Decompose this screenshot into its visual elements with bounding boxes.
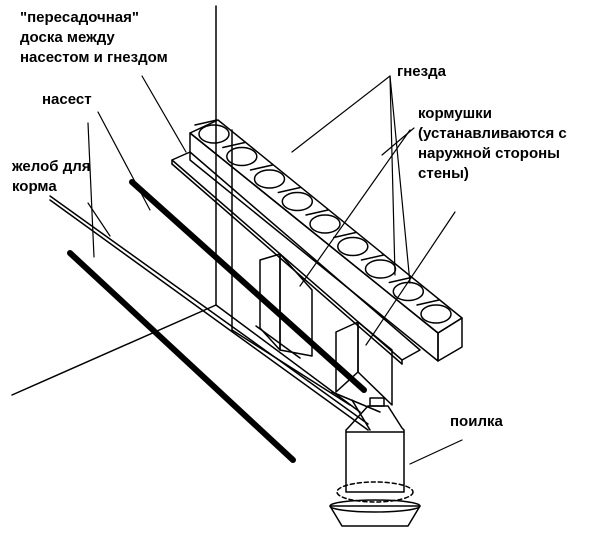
label-perch-text: насест: [42, 91, 92, 108]
label-nests-text: гнезда: [397, 63, 446, 80]
label-transfer-board-line-1: "пересадочная": [20, 9, 139, 26]
nest-divider: [194, 119, 218, 126]
nest-hole: [198, 124, 230, 144]
perch-lower: [67, 250, 296, 463]
feeder-right: [331, 321, 393, 413]
label-transfer-board: "пересадочная" доска между насестом и гн…: [20, 8, 168, 68]
perch-upper: [129, 179, 367, 393]
label-feeders-line-3: наружной стороны: [418, 145, 560, 162]
perches: [67, 179, 367, 463]
trough: [49, 195, 371, 431]
label-feeders-line-4: стены): [418, 165, 469, 182]
feeder-left: [255, 253, 313, 359]
nest-holes: [194, 119, 452, 324]
leader-lines: [87, 75, 463, 465]
nest-divider: [249, 164, 274, 171]
label-trough: желоб для корма: [12, 157, 91, 197]
nest-hole: [309, 214, 341, 234]
nest-divider: [388, 276, 413, 284]
label-drinker-text: поилка: [450, 413, 503, 430]
label-feeders: кормушки (устанавливаются с наружной сто…: [418, 104, 567, 184]
nest-divider: [222, 141, 246, 149]
nest-hole: [226, 146, 258, 167]
label-drinker: поилка: [450, 412, 503, 432]
label-transfer-board-line-2: доска между: [20, 29, 115, 46]
nest-divider: [305, 209, 329, 216]
nest-hole: [253, 169, 286, 189]
label-nests: гнезда: [397, 62, 446, 82]
nest-hole: [420, 304, 452, 324]
label-feeders-line-2: (устанавливаются с: [418, 125, 567, 142]
label-perch: насест: [42, 90, 92, 110]
nest-divider: [333, 231, 357, 239]
nest-divider: [416, 299, 440, 306]
transfer-board: [171, 151, 421, 361]
nest-divider: [277, 186, 302, 194]
nest-box-row: [171, 119, 463, 365]
nest-hole: [337, 236, 369, 257]
drinker: [329, 397, 421, 527]
nest-hole: [281, 191, 314, 212]
label-trough-line-2: корма: [12, 178, 57, 195]
nest-hole: [364, 259, 397, 279]
label-trough-line-1: желоб для: [12, 158, 91, 175]
nest-divider: [360, 254, 385, 261]
label-feeders-line-1: кормушки: [418, 105, 492, 122]
label-transfer-board-line-3: насестом и гнездом: [20, 49, 168, 66]
